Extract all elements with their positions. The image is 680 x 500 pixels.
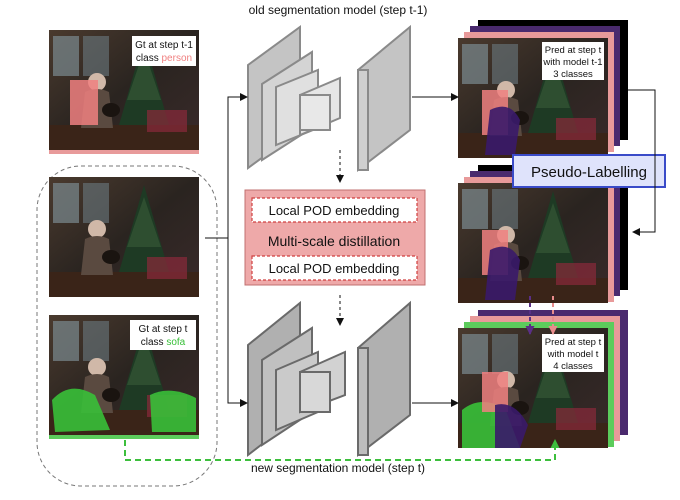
pseudo-labelling-label: Pseudo-Labelling [531,164,647,181]
person-mask [70,80,98,125]
distillation-box: Local POD embedding Multi-scale distilla… [244,189,426,286]
arrow-pseudo-label [628,89,656,236]
pod-embedding-top-label: Local POD embedding [269,203,400,218]
current-step-group-outline [36,165,218,487]
curr-gt-line1: Gt at step t [139,324,188,335]
old-pred-label-box [542,42,604,80]
old-pred-line3: 3 classes [553,69,593,80]
new-pred-stack: Pred at step t with model t 4 classes [458,310,628,448]
curr-gt-panel: Gt at step t class sofa [49,315,199,439]
new-pred-line3: 4 classes [553,361,593,372]
new-pred-label-box [542,334,604,372]
pod-embedding-bottom [251,255,418,281]
distillation-title: Multi-scale distillation [268,233,400,249]
current-image-panel [49,177,199,297]
old-pred-line1: Pred at step t [545,45,602,56]
curr-gt-label-box [130,320,196,350]
arrow-gt-supervision [124,439,560,461]
new-pred-line1: Pred at step t [545,337,602,348]
new-pred-line2: with model t [547,349,599,360]
arrow-to-old-model [205,93,248,239]
flow-arrows [205,89,656,407]
old-model-title: old segmentation model (step t-1) [249,3,428,17]
pod-embedding-bottom-label: Local POD embedding [269,261,400,276]
prev-gt-label-box [132,36,196,66]
old-pred-line2: with model t-1 [542,57,602,68]
old-pred-stack: Pred at step t with model t-1 3 classes [458,20,628,158]
new-model-title: new segmentation model (step t) [251,461,425,475]
pseudo-labelling-box: Pseudo-Labelling [512,154,666,188]
arrow-to-new-model [227,238,248,407]
prev-gt-panel: Gt at step t-1 class person [49,30,199,154]
prev-gt-line1: Gt at step t-1 [135,40,193,51]
pod-embedding-top [251,197,418,223]
new-model-network [247,300,411,458]
sofa-mask [52,388,110,432]
old-model-network [247,24,411,173]
pseudo-label-stack [458,165,628,303]
prev-gt-line2: class person [136,53,192,64]
curr-gt-line2: class sofa [141,337,186,348]
